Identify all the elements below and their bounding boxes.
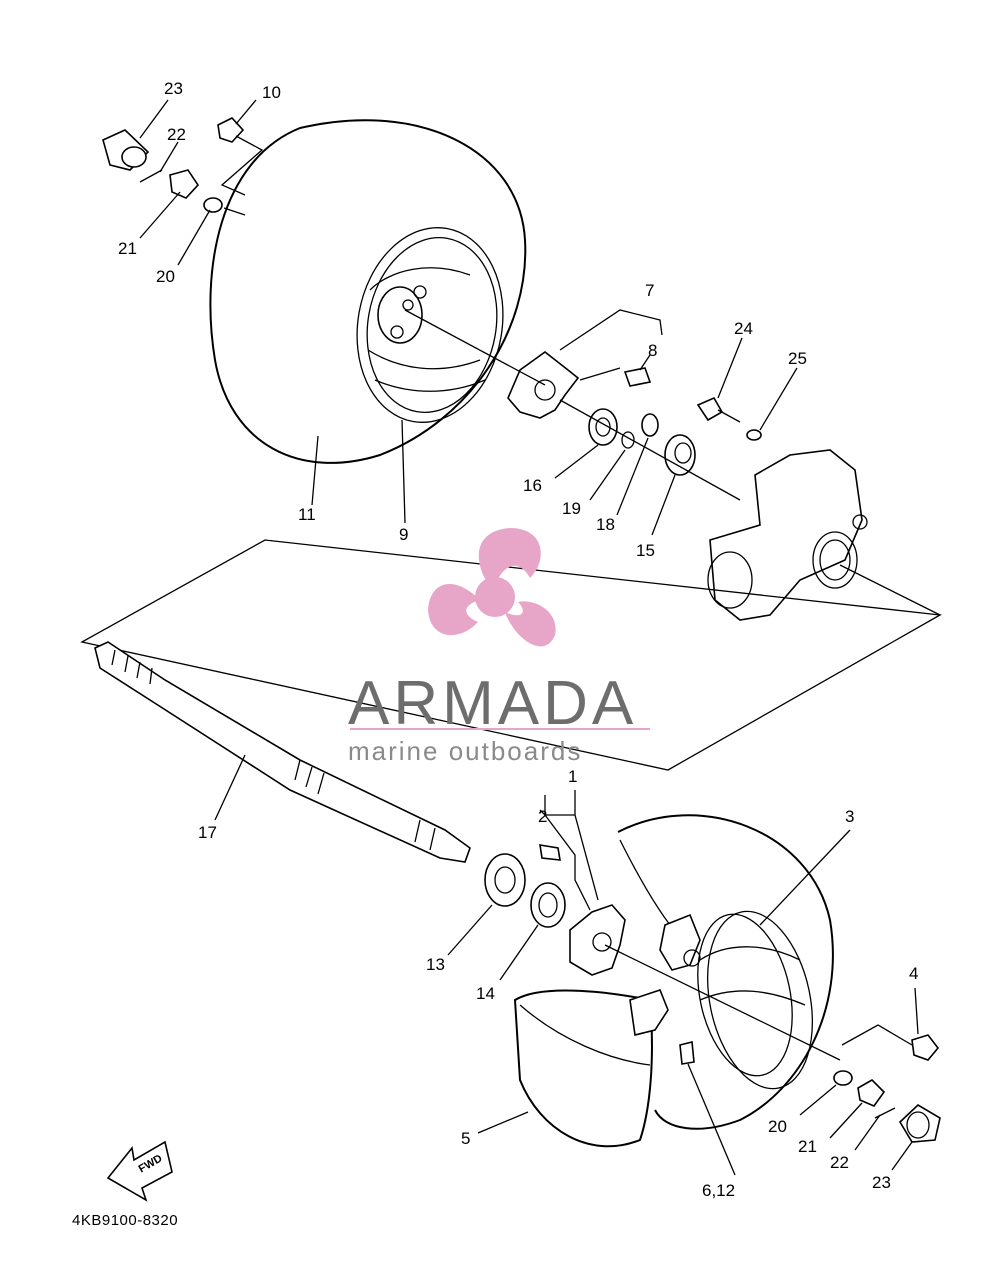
callout-6-12: 6,12 <box>702 1181 736 1200</box>
callout-23-upper: 23 <box>164 79 183 98</box>
callout-7: 7 <box>645 281 655 300</box>
lower-hub-flange <box>539 790 841 1061</box>
callout-9: 9 <box>399 525 409 544</box>
axle-reference-box <box>80 539 943 771</box>
callout-16: 16 <box>523 476 542 495</box>
callout-23-lower: 23 <box>872 1173 891 1192</box>
callout-21-upper: 21 <box>118 239 137 258</box>
upper-hub-flange <box>404 309 663 419</box>
callout-20-lower: 20 <box>768 1117 787 1136</box>
callout-17: 17 <box>198 823 217 842</box>
watermark-brand: ARMADA <box>348 669 638 738</box>
callout-11: 11 <box>298 505 316 524</box>
callout-2: 2 <box>538 807 548 826</box>
upper-bearings <box>554 337 798 536</box>
lower-fasteners <box>799 987 941 1171</box>
propeller-logo-icon <box>428 528 556 647</box>
callout-13: 13 <box>426 955 445 974</box>
upper-wheel <box>209 119 527 524</box>
lower-bearings <box>447 853 566 981</box>
watermark-tagline: marine outboards <box>348 736 583 766</box>
callout-18: 18 <box>596 515 615 534</box>
callout-10: 10 <box>262 83 281 102</box>
callout-22-lower: 22 <box>830 1153 849 1172</box>
rear-axle <box>94 641 471 863</box>
final-gear-case <box>707 449 941 621</box>
callout-14: 14 <box>476 984 495 1003</box>
callout-1: 1 <box>568 767 578 786</box>
diagram-code: 4KB9100-8320 <box>72 1212 179 1229</box>
callout-24: 24 <box>734 319 753 338</box>
callout-3: 3 <box>845 807 855 826</box>
callout-4: 4 <box>909 964 919 983</box>
callout-15: 15 <box>636 541 655 560</box>
callout-8: 8 <box>648 341 658 360</box>
callout-25: 25 <box>788 349 807 368</box>
callout-20-upper: 20 <box>156 267 175 286</box>
lower-wheel <box>477 814 851 1176</box>
watermark-divider <box>350 728 650 730</box>
callout-19: 19 <box>562 499 581 518</box>
callout-22-upper: 22 <box>167 125 186 144</box>
fwd-arrow-icon <box>106 1140 173 1202</box>
callout-5: 5 <box>461 1129 471 1148</box>
callout-21-lower: 21 <box>798 1137 817 1156</box>
upper-fasteners <box>102 99 264 266</box>
